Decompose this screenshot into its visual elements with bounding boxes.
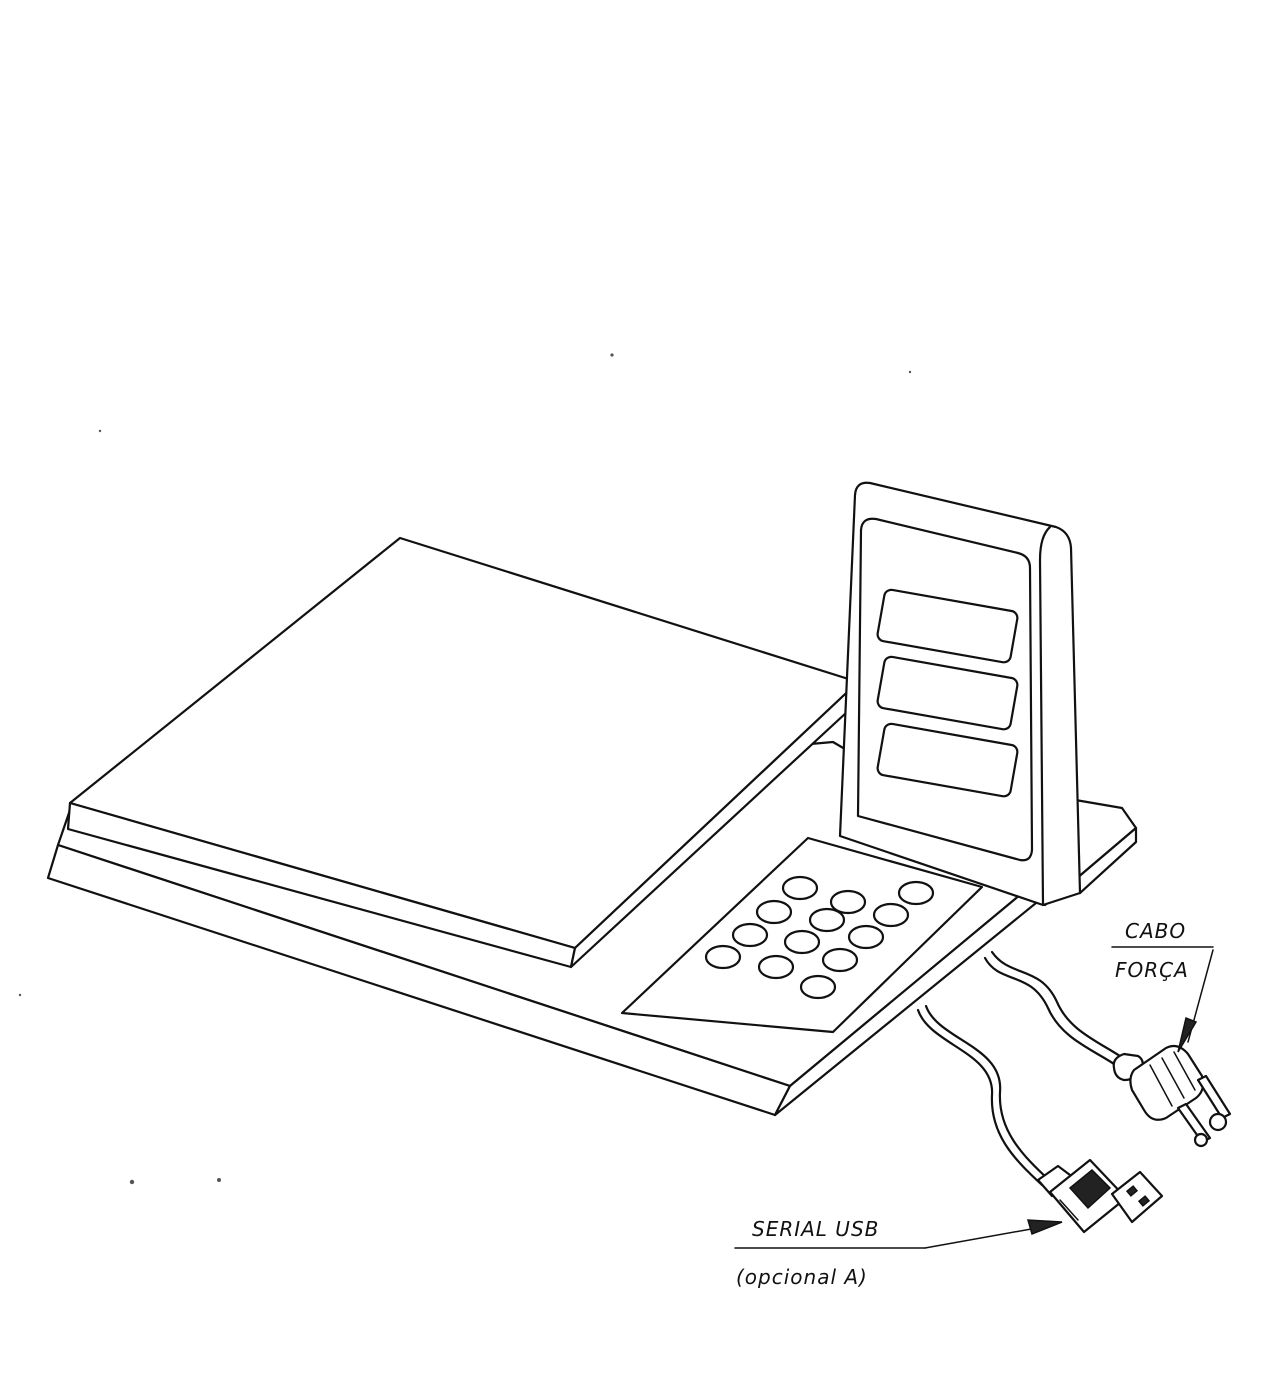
keypad [620,836,984,1034]
key[interactable] [808,907,846,933]
key[interactable] [757,954,795,980]
key[interactable] [781,875,819,901]
arrow-head-icon [1177,1016,1198,1053]
key[interactable] [799,974,837,1000]
key[interactable] [872,902,910,928]
display-window-2 [876,655,1019,731]
display-tower [838,481,1082,907]
key[interactable] [731,922,769,948]
label-usb-line2: (opcional A) [736,1265,868,1289]
key[interactable] [829,889,867,915]
callout-power-cable: CABO FORÇA [1111,919,1214,1053]
display-window-3 [876,722,1019,798]
weighing-pan [66,536,862,969]
label-power-cable-line2: FORÇA [1115,958,1189,982]
label-power-cable-line1: CABO [1125,919,1186,943]
key[interactable] [755,899,793,925]
power-cable [983,950,1232,1148]
callout-usb: SERIAL USB (opcional A) [734,1217,1063,1289]
key[interactable] [897,880,935,906]
key[interactable] [847,924,885,950]
display-window-1 [876,588,1019,664]
key[interactable] [704,944,742,970]
leader-line [924,1225,1049,1249]
key[interactable] [783,929,821,955]
usb-cable [916,1004,1164,1234]
display-windows [876,588,1019,798]
usb-plug-icon [1036,1158,1164,1234]
power-plug-icon [1112,1044,1232,1148]
arrow-head-icon [1026,1219,1063,1236]
key[interactable] [821,947,859,973]
label-usb-line1: SERIAL USB [752,1217,879,1241]
